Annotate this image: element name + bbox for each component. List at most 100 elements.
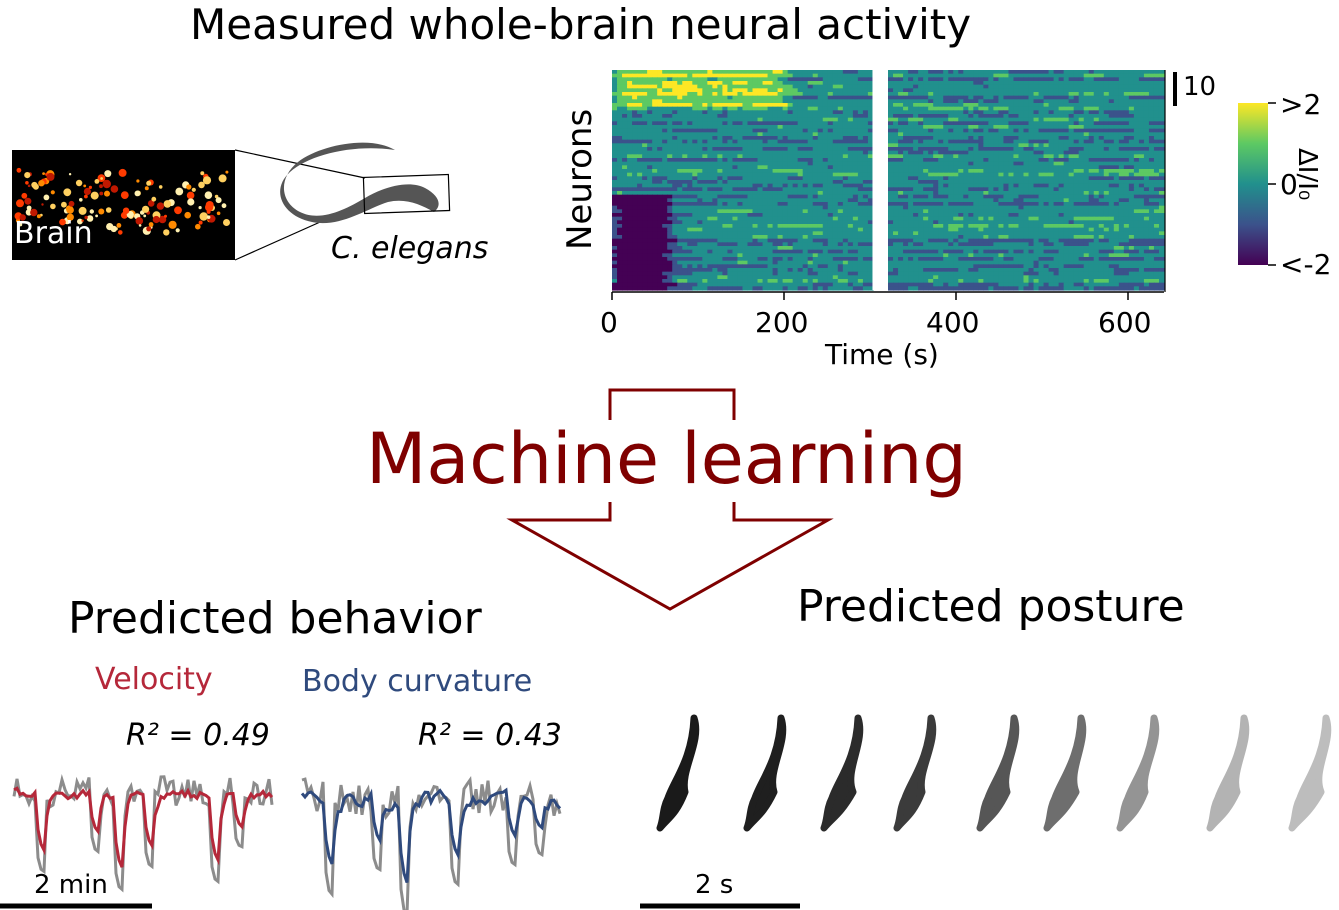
brain-dot [223, 219, 230, 226]
heatmap-cell [847, 147, 854, 152]
heatmap-cell [747, 95, 754, 100]
heatmap-cell [767, 95, 774, 100]
heatmap-cell [657, 205, 663, 210]
heatmap-cell [1143, 154, 1150, 159]
heatmap-cell [842, 106, 849, 111]
heatmap-cell [1158, 180, 1165, 185]
heatmap-cell [727, 220, 734, 225]
heatmap-cell [1073, 165, 1080, 170]
heatmap-cell [983, 176, 989, 181]
heatmap-cell [687, 161, 693, 166]
heatmap-cell [1123, 154, 1130, 159]
heatmap-cell [697, 165, 703, 170]
heatmap-cell [647, 154, 653, 159]
heatmap-cell [817, 132, 824, 137]
heatmap-cell [847, 183, 854, 188]
heatmap-cell [617, 227, 623, 232]
heatmap-cell [1058, 125, 1065, 130]
heatmap-cell [983, 88, 989, 93]
heatmap-cell [627, 150, 633, 155]
heatmap-cell [732, 165, 739, 170]
heatmap-cell [647, 227, 653, 232]
heatmap-cell [792, 139, 799, 144]
heatmap-cell [1003, 158, 1010, 163]
heatmap-cell [717, 136, 723, 141]
heatmap-cell [918, 147, 924, 152]
heatmap-cell [687, 154, 693, 159]
heatmap-cell [687, 216, 693, 221]
heatmap-cell [697, 194, 703, 199]
heatmap-cell [767, 165, 774, 170]
heatmap-cell [712, 136, 718, 141]
heatmap-cell [752, 132, 759, 137]
heatmap-cell [777, 150, 784, 155]
heatmap-cell [1103, 165, 1110, 170]
heatmap-cell [898, 172, 904, 177]
heatmap-cell [712, 158, 718, 163]
heatmap-cell [802, 125, 809, 130]
heatmap-cell [888, 139, 894, 144]
heatmap-cell [933, 84, 939, 89]
heatmap-cell [672, 154, 678, 159]
heatmap-cell [1123, 132, 1130, 137]
heatmap-cell [612, 231, 618, 236]
heatmap-cell [862, 216, 869, 221]
heatmap-cell [948, 202, 954, 207]
heatmap-cell [742, 106, 749, 111]
heatmap-cell [933, 165, 939, 170]
heatmap-cell [1003, 183, 1010, 188]
heatmap-cell [757, 114, 764, 119]
heatmap-cell [898, 121, 904, 126]
heatmap-cell [727, 183, 734, 188]
heatmap-cell [682, 191, 688, 196]
heatmap-cell [903, 81, 909, 86]
heatmap-cell [958, 150, 964, 155]
heatmap-cell [702, 176, 708, 181]
heatmap-cell [958, 92, 964, 97]
heatmap-cell [617, 77, 623, 82]
heatmap-cell [1148, 191, 1155, 196]
heatmap-cell [772, 139, 779, 144]
heatmap-cell [837, 216, 844, 221]
heatmap-cell [1058, 92, 1065, 97]
heatmap-cell [732, 150, 739, 155]
heatmap-cell [682, 169, 688, 174]
heatmap-cell [993, 117, 999, 122]
heatmap-cell [1098, 169, 1105, 174]
heatmap-cell [652, 121, 658, 126]
heatmap-cell [1133, 147, 1140, 152]
heatmap-cell [983, 213, 989, 218]
heatmap-cell [727, 95, 734, 100]
heatmap-cell [722, 176, 729, 181]
heatmap-cell [852, 139, 859, 144]
heatmap-cell [637, 198, 643, 203]
heatmap-cell [1053, 77, 1060, 82]
heatmap-cell [973, 136, 979, 141]
heatmap-cell [958, 125, 964, 130]
heatmap-cell [807, 213, 814, 218]
heatmap-cell [1033, 187, 1040, 192]
heatmap-cell [827, 70, 834, 75]
heatmap-cell [672, 125, 678, 130]
heatmap-cell [1013, 147, 1020, 152]
heatmap-cell [1013, 176, 1020, 181]
heatmap-cell [632, 176, 638, 181]
heatmap-cell [797, 150, 804, 155]
heatmap-cell [1143, 103, 1150, 108]
heatmap-cell [983, 194, 989, 199]
heatmap-cell [707, 132, 713, 137]
heatmap-cell [898, 99, 904, 104]
heatmap-cell [1053, 128, 1060, 133]
heatmap-cell [762, 88, 769, 93]
heatmap-cell [1073, 154, 1080, 159]
heatmap-cell [1148, 224, 1155, 229]
heatmap-cell [1133, 176, 1140, 181]
heatmap-cell [832, 224, 839, 229]
heatmap-cell [1078, 73, 1085, 78]
heatmap-cell [923, 227, 929, 232]
heatmap-cell [612, 158, 618, 163]
heatmap-cell [827, 216, 834, 221]
heatmap-cell [1108, 132, 1115, 137]
heatmap-cell [642, 220, 648, 225]
heatmap-cell [862, 183, 869, 188]
